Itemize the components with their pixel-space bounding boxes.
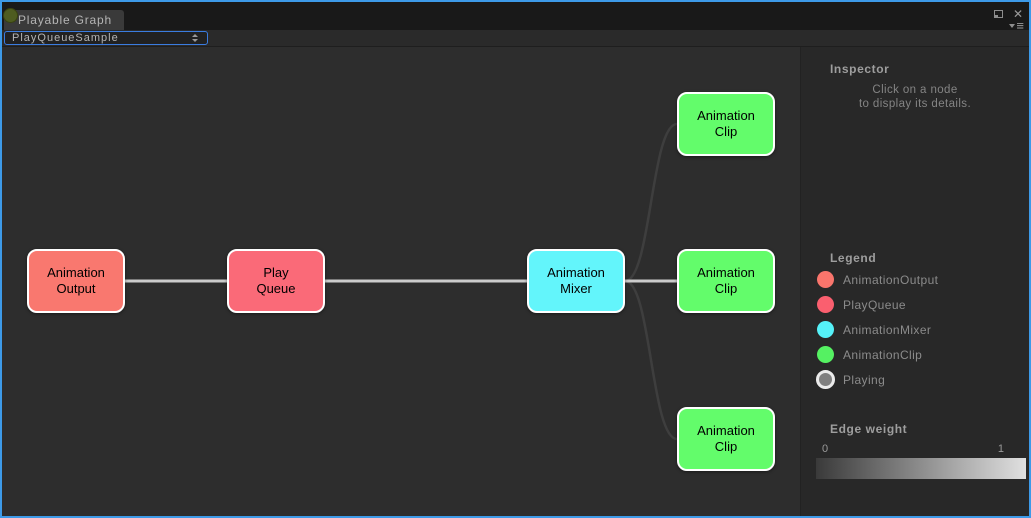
- dropdown-arrows-icon: [192, 34, 198, 42]
- close-icon[interactable]: ✕: [1012, 7, 1023, 21]
- edge-weight-max-label: 1: [997, 443, 1004, 455]
- legend-title: Legend: [830, 251, 877, 265]
- node-label-line: Animation: [697, 265, 755, 280]
- node-label-line: Animation: [547, 265, 605, 280]
- inspector-panel: Inspector Click on a node to display its…: [800, 47, 1029, 516]
- node-label-line: Clip: [714, 439, 738, 454]
- legend-dot-icon: [817, 296, 834, 313]
- node-label-line: Clip: [714, 281, 738, 296]
- edge-weight-title: Edge weight: [830, 422, 908, 436]
- legend-item-animationoutput: AnimationOutput: [817, 267, 1029, 292]
- legend-label: AnimationOutput: [843, 272, 939, 287]
- node-label-line: Animation: [47, 265, 105, 280]
- inspector-hint: Click on a node to display its details.: [858, 84, 972, 110]
- caret-down-icon: [1009, 23, 1016, 28]
- node-label-line: Animation: [697, 108, 755, 123]
- tab-playable-graph[interactable]: Playable Graph: [4, 10, 124, 30]
- edge-weight-gradient-bar: [816, 458, 1026, 479]
- inspector-title: Inspector: [830, 62, 890, 76]
- legend-dot-icon: [816, 370, 835, 389]
- tab-title: Playable Graph: [18, 13, 112, 27]
- graph-edges: [125, 122, 678, 441]
- node-label-line: Queue: [256, 281, 296, 296]
- graph-selector-value: PlayQueueSample: [12, 32, 119, 44]
- node-label-line: Clip: [714, 124, 738, 139]
- legend-label: PlayQueue: [843, 297, 906, 312]
- playable-graph-tab-icon: [3, 8, 18, 23]
- legend-dot-icon: [817, 321, 834, 338]
- edge-weight-labels: 0 1: [822, 443, 1004, 455]
- graph-selector-dropdown[interactable]: PlayQueueSample: [4, 31, 208, 45]
- legend-item-playqueue: PlayQueue: [817, 292, 1029, 317]
- hamburger-menu-icon: ≡: [1016, 18, 1024, 33]
- legend-label: Playing: [843, 372, 886, 387]
- legend-item-playing: Playing: [816, 367, 1029, 392]
- node-label-line: Mixer: [560, 281, 592, 296]
- legend-label: AnimationMixer: [843, 322, 932, 337]
- node-label-line: Animation: [697, 423, 755, 438]
- node-label-line: Play: [263, 265, 289, 280]
- legend-dot-icon: [817, 346, 834, 363]
- maximize-icon[interactable]: [993, 10, 1003, 18]
- node-label-line: Output: [56, 281, 96, 296]
- graph-edge-animation-mixer-to-animation-clip-1: [624, 122, 678, 283]
- legend-item-animationmixer: AnimationMixer: [817, 317, 1029, 342]
- legend-item-animationclip: AnimationClip: [817, 342, 1029, 367]
- legend-dot-icon: [817, 271, 834, 288]
- toolbar: PlayQueueSample: [2, 30, 1029, 47]
- tab-bar: Playable Graph ✕ ≡: [2, 2, 1029, 33]
- graph-edge-animation-mixer-to-animation-clip-3: [624, 279, 678, 441]
- edge-weight-min-label: 0: [822, 443, 829, 455]
- window-menu-button[interactable]: ≡: [1009, 18, 1024, 33]
- legend-label: AnimationClip: [843, 347, 923, 362]
